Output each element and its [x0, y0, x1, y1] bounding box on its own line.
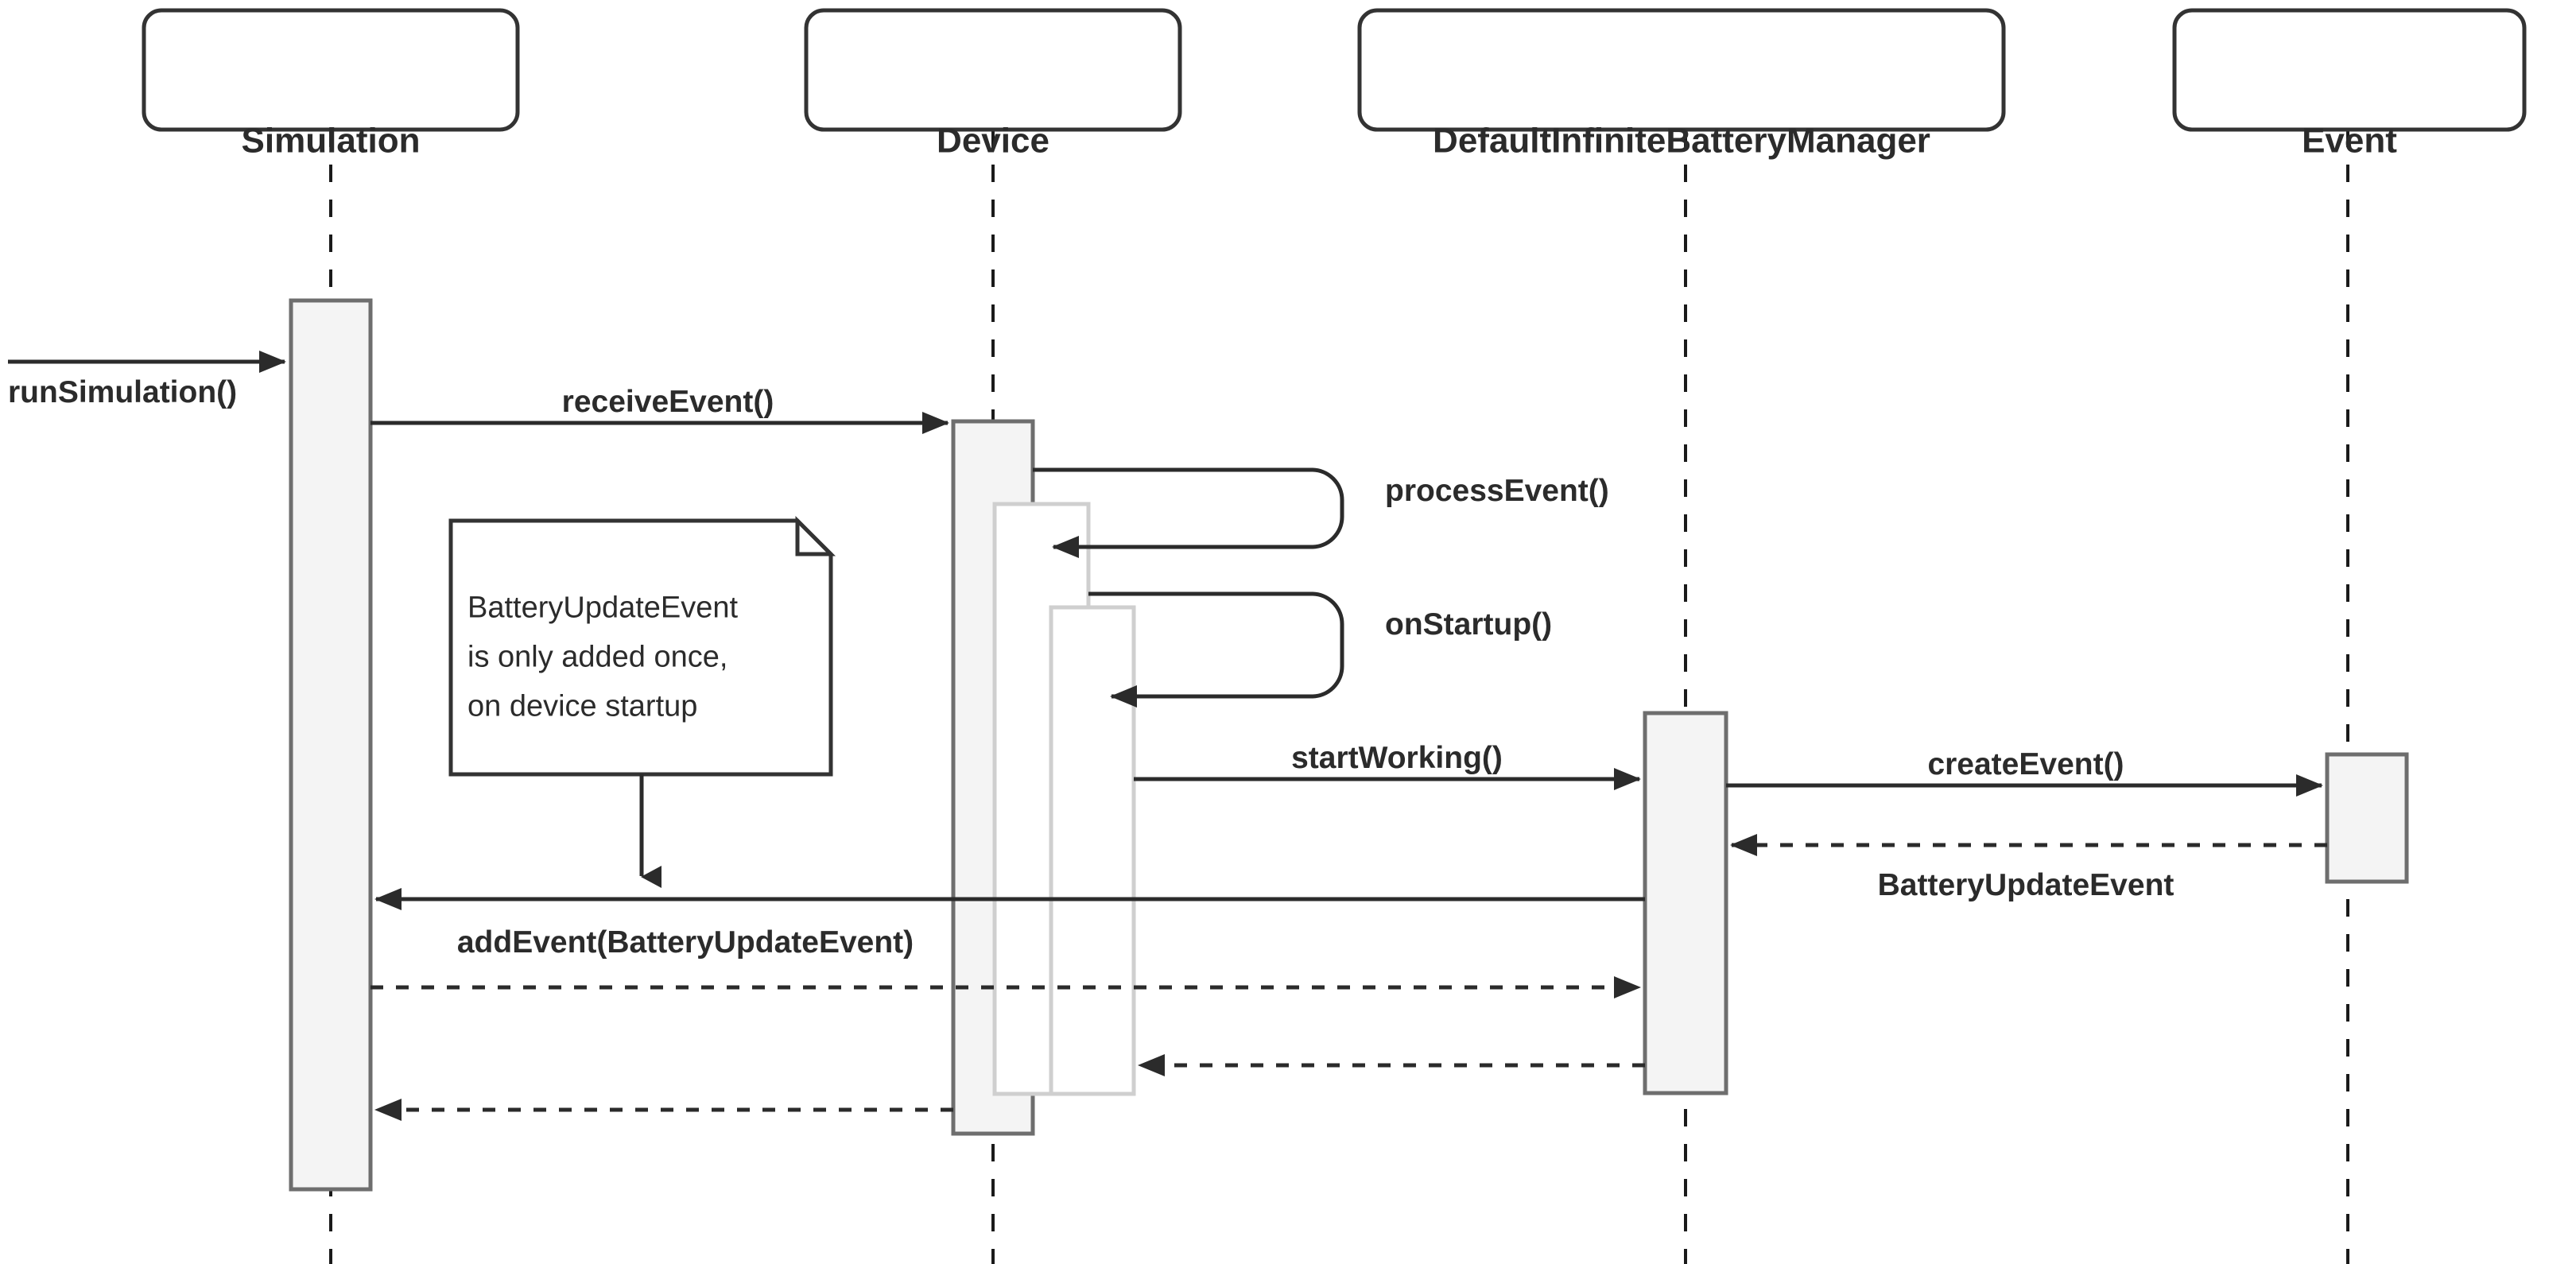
note-line-2: is only added once, [467, 640, 727, 673]
lifeline-box-device[interactable] [804, 8, 1182, 132]
note-line-1: BatteryUpdateEvent [467, 591, 739, 624]
message-label-create-event: createEvent() [1927, 747, 2124, 781]
lifeline-header-event[interactable]: Event [2172, 8, 2527, 161]
lifeline-header-manager[interactable]: DefaultInfiniteBatteryManager [1357, 8, 2006, 161]
message-run-simulation[interactable]: runSimulation() [8, 351, 286, 409]
lifeline-header-device[interactable]: Device [804, 8, 1182, 161]
lifeline-label-event: Event [2302, 122, 2397, 161]
message-label-run-simulation: runSimulation() [8, 375, 237, 409]
message-receive-event[interactable]: receiveEvent() [370, 385, 949, 434]
message-line-process-event [1033, 467, 1344, 558]
lifeline-box-manager[interactable] [1357, 8, 2006, 132]
activation-bar-simulation [289, 298, 373, 1192]
lifeline-label-simulation: Simulation [242, 122, 421, 161]
message-label-process-event: processEvent() [1385, 474, 1609, 508]
lifeline-label-manager: DefaultInfiniteBatteryManager [1433, 122, 1930, 161]
lifeline-header-simulation[interactable]: Simulation [142, 8, 520, 161]
message-label-add-event: addEvent(BatteryUpdateEvent) [457, 925, 914, 960]
message-label-start-working: startWorking() [1291, 741, 1503, 775]
message-start-working[interactable]: startWorking() [1134, 741, 1641, 790]
message-label-receive-event: receiveEvent() [562, 385, 774, 419]
activation-bar-manager [1643, 711, 1728, 1095]
note-line-3: on device startup [467, 689, 697, 723]
message-process-event[interactable]: processEvent() [1033, 467, 1609, 558]
message-on-startup[interactable]: onStartup() [1088, 591, 1552, 708]
note-battery-update-event[interactable]: BatteryUpdateEvent is only added once, o… [448, 515, 836, 888]
lifeline-box-simulation[interactable] [142, 8, 520, 132]
message-create-event[interactable]: createEvent() [1726, 747, 2323, 797]
lifeline-label-device: Device [937, 122, 1049, 161]
message-label-battery-update-event-return: BatteryUpdateEvent [1878, 868, 2174, 902]
lifeline-box-event[interactable] [2172, 8, 2527, 132]
message-label-on-startup: onStartup() [1385, 607, 1552, 642]
activation-bar-device-nested-2 [1049, 605, 1136, 1096]
message-battery-update-event-return[interactable]: BatteryUpdateEvent [1730, 834, 2327, 902]
message-add-event[interactable]: addEvent(BatteryUpdateEvent) [374, 888, 1645, 960]
activation-bar-event [2325, 752, 2409, 884]
message-line-on-startup [1088, 591, 1344, 708]
note-box-shape [448, 518, 833, 777]
note-fold-corner-icon [795, 515, 836, 556]
